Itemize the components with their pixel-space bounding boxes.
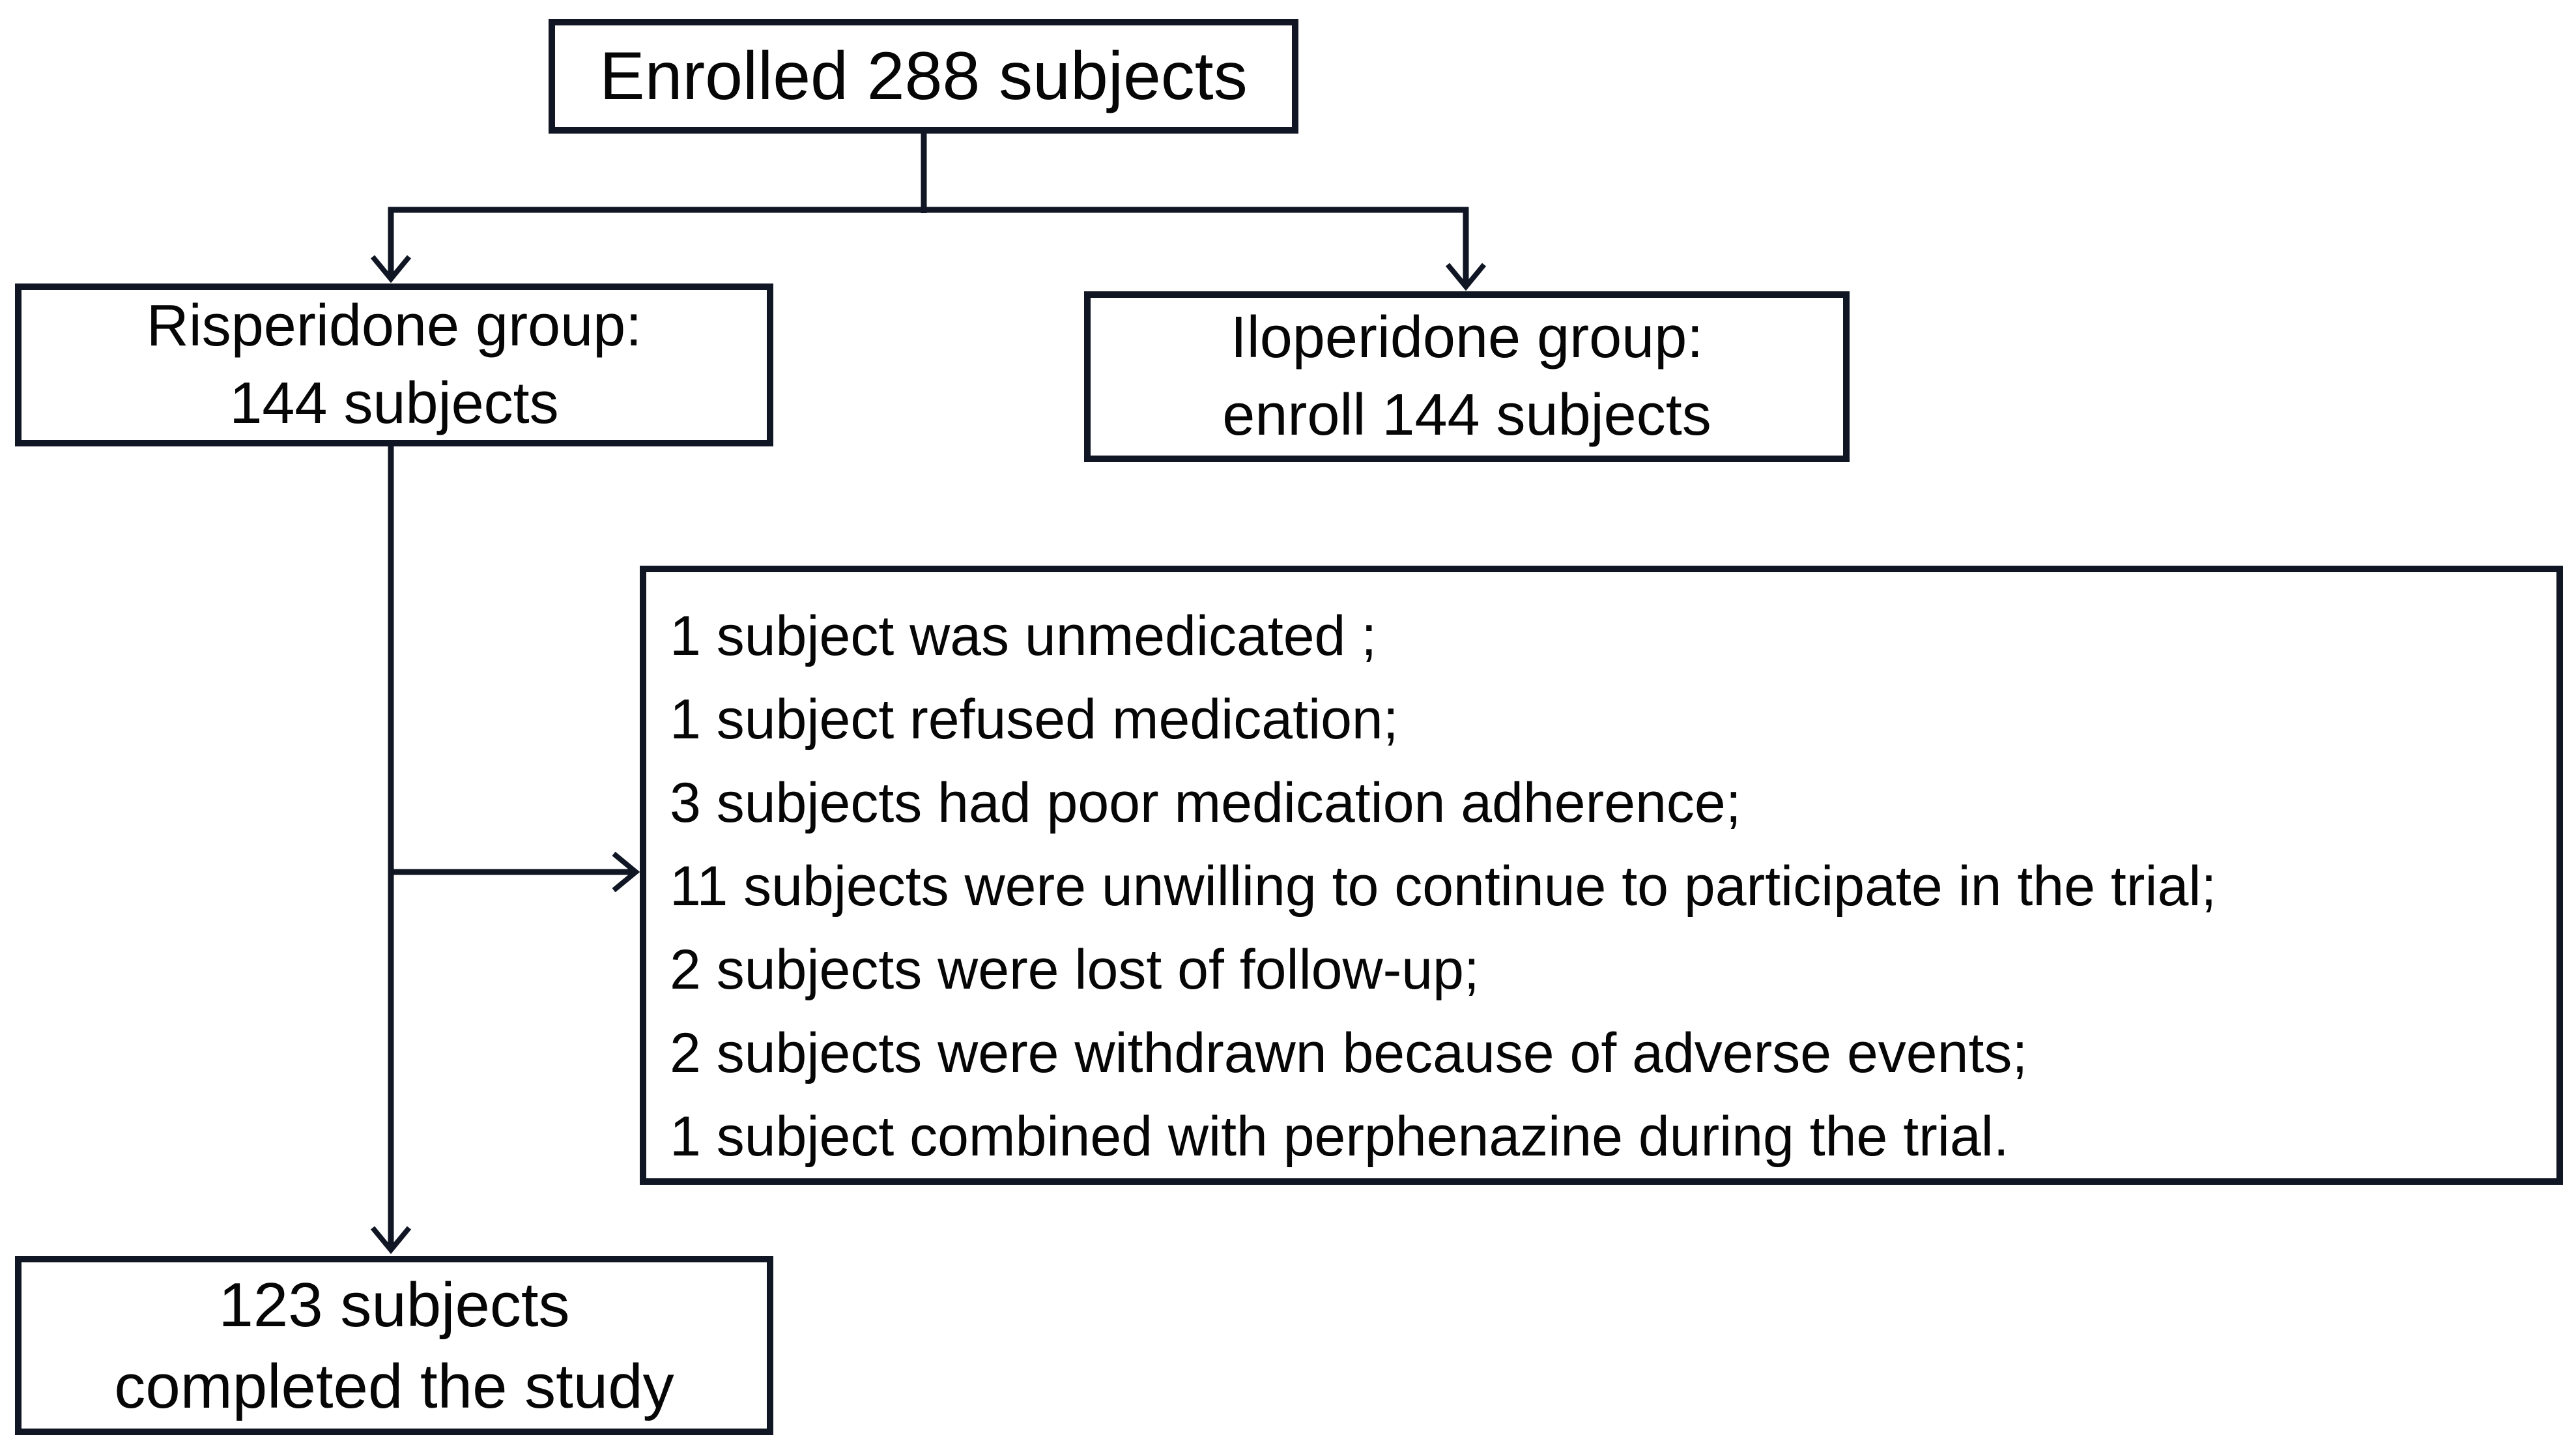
withdrawal-reason-line: 1 subject combined with perphenazine dur… [670,1105,2009,1168]
withdrawal-reason-line: 2 subjects were lost of follow-up; [670,938,1480,1001]
iloperidone-label-line1: Iloperidone group: [1230,305,1704,370]
iloperidone-group-box: Iloperidone group: enroll 144 subjects [1084,291,1850,462]
enrolled-box: Enrolled 288 subjects [549,19,1298,134]
withdrawal-reason-line: 2 subjects were withdrawn because of adv… [670,1022,2028,1084]
iloperidone-label-line2: enroll 144 subjects [1222,383,1711,448]
withdrawal-reason-line: 3 subjects had poor medication adherence… [670,772,1741,834]
withdrawal-reasons-box: 1 subject was unmedicated ; 1 subject re… [640,566,2563,1185]
risperidone-group-box: Risperidone group: 144 subjects [15,283,773,446]
enrolled-label: Enrolled 288 subjects [599,38,1248,114]
withdrawal-reason-line: 1 subject was unmedicated ; [670,605,1377,667]
completed-study-box: 123 subjects completed the study [15,1256,773,1435]
completed-label-line2: completed the study [114,1351,674,1421]
withdrawal-reason-line: 11 subjects were unwilling to continue t… [670,855,2217,918]
risperidone-label-line1: Risperidone group: [146,293,642,358]
withdrawal-reason-line: 1 subject refused medication; [670,688,1399,751]
completed-label-line1: 123 subjects [218,1270,570,1340]
risperidone-label-line2: 144 subjects [229,371,559,436]
